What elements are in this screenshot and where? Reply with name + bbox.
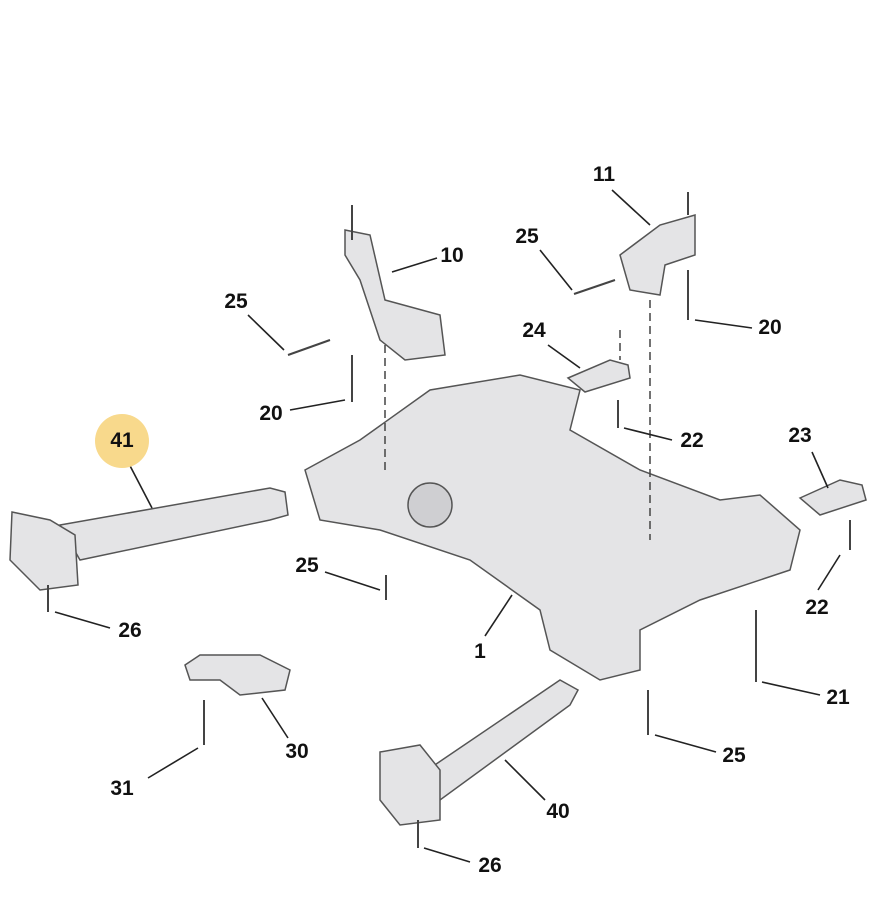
bracket-part-11 — [619, 214, 696, 296]
callout-25[interactable]: 25 — [295, 554, 319, 577]
callout-21[interactable]: 21 — [826, 686, 850, 709]
subframe-part-1 — [304, 374, 801, 681]
leader-lines — [54, 189, 841, 863]
callout-30[interactable]: 30 — [285, 740, 309, 763]
highlight-marker-41 — [95, 414, 149, 468]
plate-part-24 — [566, 359, 631, 393]
plate-part-23 — [798, 479, 867, 516]
bracket-part-40-end — [379, 744, 441, 826]
plate-part-30 — [184, 654, 291, 696]
callout-41[interactable]: 41 — [110, 429, 134, 452]
callout-22[interactable]: 22 — [680, 429, 704, 452]
callout-20[interactable]: 20 — [758, 316, 782, 339]
callout-26[interactable]: 26 — [478, 854, 502, 877]
callout-24[interactable]: 24 — [522, 319, 546, 342]
subframe-hole — [407, 482, 453, 528]
callout-40[interactable]: 40 — [546, 800, 570, 823]
crossmember-part-40 — [418, 679, 580, 802]
callout-11[interactable]: 11 — [592, 163, 616, 186]
bracket-part-41-end — [9, 511, 79, 591]
callout-23[interactable]: 23 — [788, 424, 812, 447]
crossmember-part-41 — [58, 487, 289, 561]
callout-20[interactable]: 20 — [259, 402, 283, 425]
callout-25[interactable]: 25 — [515, 225, 539, 248]
callout-25[interactable]: 25 — [722, 744, 746, 767]
callout-26[interactable]: 26 — [118, 619, 142, 642]
callout-25[interactable]: 25 — [224, 290, 248, 313]
callout-31[interactable]: 31 — [110, 777, 134, 800]
callout-10[interactable]: 10 — [440, 244, 464, 267]
callout-22[interactable]: 22 — [805, 596, 829, 619]
bracket-part-10 — [344, 229, 446, 361]
callout-1[interactable]: 1 — [474, 640, 486, 663]
